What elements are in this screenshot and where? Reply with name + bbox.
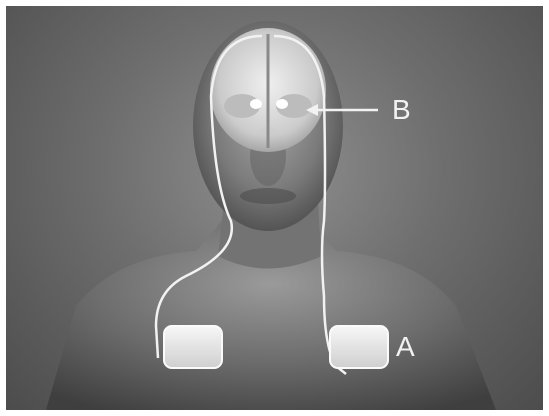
brain xyxy=(210,28,326,152)
illustration xyxy=(6,6,543,410)
label-a: A xyxy=(396,333,415,361)
electrode-pad-left xyxy=(164,326,222,368)
image-frame xyxy=(6,6,543,410)
label-b: B xyxy=(392,96,411,124)
mouth-shadow xyxy=(240,188,296,204)
electrode-pad-right xyxy=(330,326,388,368)
